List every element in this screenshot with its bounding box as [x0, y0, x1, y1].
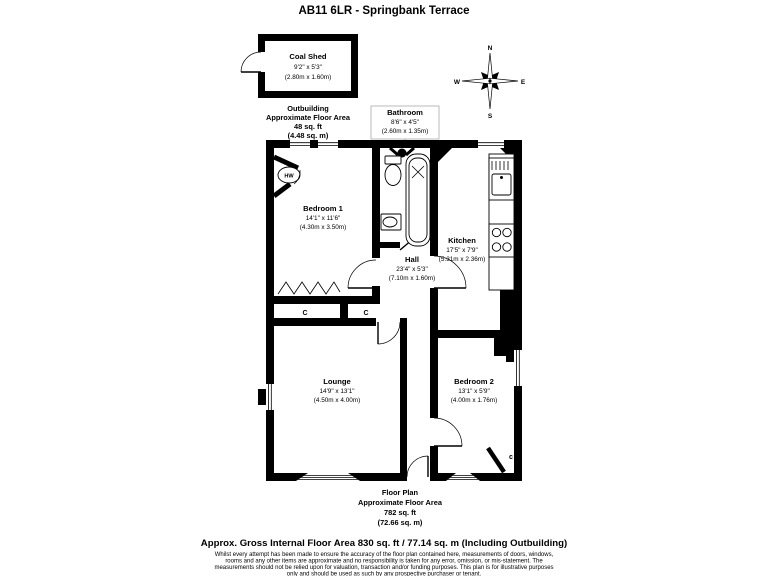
- door-arc: [406, 455, 429, 478]
- hall-dims-ft: 23'4" x 5'3": [396, 266, 428, 273]
- coalshed-name: Coal Shed: [289, 52, 326, 61]
- kitchen-dims-ft: 17'5" x 7'9": [446, 247, 478, 254]
- kitchen-fixtures: [488, 153, 515, 291]
- lounge-dims-m: (4.50m x 4.00m): [314, 397, 361, 404]
- outbuilding-coal-shed: Coal Shed 9'2" x 5'3" (2.80m x 1.60m): [240, 34, 358, 98]
- bathroom-dims-ft: 8'6" x 4'5": [391, 119, 419, 126]
- kitchen-name: Kitchen: [448, 236, 476, 245]
- door-arc: [240, 51, 262, 73]
- room-kitchen: Kitchen 17'5" x 7'9" (5.31m x 2.36m): [439, 236, 486, 263]
- window: [258, 384, 274, 410]
- floorplan-caption: Floor Plan Approximate Floor Area 782 sq…: [358, 488, 443, 527]
- bedroom1-name: Bedroom 1: [303, 204, 343, 213]
- kitchen-dims-m: (5.31m x 2.36m): [439, 256, 486, 263]
- floorplan-caption-line2: Approximate Floor Area: [358, 498, 443, 507]
- bathroom-fixtures: [380, 146, 431, 247]
- basin-top-icon: [397, 148, 407, 158]
- outbuilding-caption-line1: Outbuilding: [287, 104, 329, 113]
- sink-icon: [488, 157, 515, 201]
- wall: [258, 72, 265, 98]
- footer: Approx. Gross Internal Floor Area 830 sq…: [201, 538, 567, 576]
- bathroom-dims-m: (2.60m x 1.35m): [382, 128, 429, 135]
- hall-name: Hall: [405, 255, 419, 264]
- bathroom-name: Bathroom: [387, 108, 423, 117]
- compass-n-label: N: [488, 45, 493, 52]
- toilet-icon: [384, 155, 402, 186]
- window: [478, 140, 504, 148]
- room-bedroom-1: Bedroom 1 14'1" x 11'6" (4.30m x 3.50m): [300, 204, 347, 231]
- outbuilding-caption-line2: Approximate Floor Area: [266, 113, 351, 122]
- compass-e-label: E: [521, 79, 526, 86]
- room-hall: Hall 23'4" x 5'3" (7.10m x 1.60m): [389, 255, 436, 282]
- washbasin-icon: [380, 213, 402, 231]
- floorplan-caption-line4: (72.66 sq. m): [378, 518, 423, 527]
- cupboard-label: C: [363, 310, 368, 317]
- lounge-name: Lounge: [323, 377, 350, 386]
- hall-dims-m: (7.10m x 1.60m): [389, 275, 436, 282]
- door-arc: [433, 417, 463, 447]
- outbuilding-caption-line3: 48 sq. ft: [294, 122, 322, 131]
- window: [296, 473, 360, 481]
- gross-area-text: Approx. Gross Internal Floor Area 830 sq…: [201, 538, 567, 549]
- outbuilding-caption: Outbuilding Approximate Floor Area 48 sq…: [266, 104, 351, 140]
- coalshed-dims-ft: 9'2" x 5'3": [294, 64, 322, 71]
- windows: [258, 140, 522, 481]
- entrance-door: [406, 455, 430, 481]
- cupboards: C C c: [277, 281, 513, 474]
- main-walls: [266, 140, 522, 481]
- outbuilding-caption-line4: (4.48 sq. m): [288, 131, 329, 140]
- lounge-dims-ft: 14'9" x 13'1": [319, 388, 354, 395]
- door-arc: [347, 259, 377, 289]
- wardrobe-rail: [277, 281, 341, 295]
- bathroom-label-box: Bathroom 8'6" x 4'5" (2.60m x 1.35m): [370, 105, 440, 148]
- bedroom1-dims-m: (4.30m x 3.50m): [300, 224, 347, 231]
- window: [290, 140, 310, 148]
- room-lounge: Lounge 14'9" x 13'1" (4.50m x 4.00m): [314, 377, 361, 404]
- doors: [347, 227, 467, 481]
- floorplan-caption-line1: Floor Plan: [382, 488, 419, 497]
- window: [506, 350, 522, 386]
- disclaimer-line: Whilst every attempt has been made to en…: [215, 552, 554, 558]
- hob-icon: [488, 223, 515, 258]
- door-arc: [377, 321, 401, 345]
- wall: [258, 34, 358, 41]
- coalshed-dims-m: (2.80m x 1.60m): [285, 74, 332, 81]
- bedroom2-dims-m: (4.00m x 1.76m): [451, 397, 498, 404]
- floorplan-caption-line3: 782 sq. ft: [384, 508, 417, 517]
- page-title: AB11 6LR - Springbank Terrace: [298, 5, 469, 17]
- bedroom1-dims-ft: 14'1" x 11'6": [306, 215, 341, 222]
- bedroom2-cupboard: c: [486, 446, 513, 474]
- bedroom1-door: [347, 258, 380, 289]
- kitchen-door: [430, 255, 467, 289]
- bathtub-icon: [405, 153, 431, 247]
- compass-w-label: W: [454, 79, 461, 86]
- bedroom2-door: [430, 417, 463, 447]
- lounge-door: [376, 318, 401, 345]
- bedroom2-name: Bedroom 2: [454, 377, 494, 386]
- disclaimer-line: only and should be used as such by any p…: [287, 572, 482, 576]
- compass-s-label: S: [488, 113, 493, 120]
- disclaimer-line: rooms and any other items are approximat…: [225, 559, 543, 565]
- door-arc: [433, 255, 467, 289]
- room-bedroom-2: Bedroom 2 13'1" x 5'9" (4.00m x 1.76m): [451, 377, 498, 404]
- hw-label: HW: [284, 174, 294, 180]
- window: [318, 140, 338, 148]
- compass-rose-icon: N S W E: [454, 45, 526, 120]
- wall: [258, 34, 265, 52]
- cupboard-label: C: [302, 310, 307, 317]
- bedroom2-dims-ft: 13'1" x 5'9": [458, 388, 490, 395]
- window: [446, 473, 480, 481]
- wall: [351, 34, 358, 98]
- disclaimer-line: measurements should not be relied upon f…: [214, 565, 553, 571]
- wall: [258, 91, 358, 98]
- hw-cylinder-icon: HW: [272, 154, 301, 198]
- cupboard-small-label: c: [509, 454, 513, 461]
